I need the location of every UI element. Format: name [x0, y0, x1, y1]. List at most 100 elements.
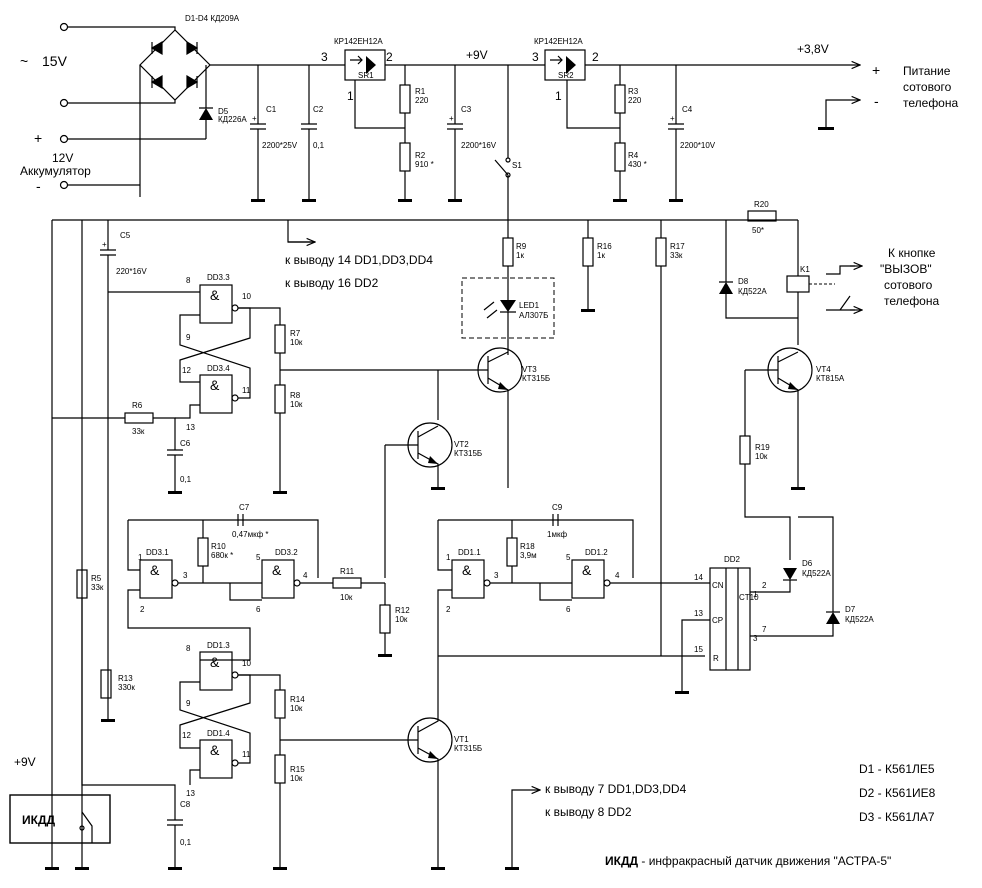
svg-text:&: &	[210, 742, 220, 758]
d5-diode	[199, 108, 213, 120]
bat-minus-terminal	[59, 180, 69, 190]
svg-text:1: 1	[347, 89, 354, 103]
svg-text:КТ315Б: КТ315Б	[454, 744, 482, 753]
svg-text:C4: C4	[682, 105, 693, 114]
svg-text:7: 7	[762, 625, 767, 634]
svg-text:Питание: Питание	[903, 64, 951, 78]
d7-diode	[826, 612, 840, 624]
d6-diode	[783, 568, 797, 580]
svg-text:15: 15	[694, 645, 703, 654]
ac-symbol: ~	[20, 53, 28, 69]
svg-text:&: &	[272, 562, 282, 578]
ikdd-module	[9, 794, 111, 844]
svg-text:10к: 10к	[290, 774, 303, 783]
svg-text:+3,8V: +3,8V	[797, 42, 829, 56]
svg-text:D6: D6	[802, 559, 813, 568]
svg-text:&: &	[582, 562, 592, 578]
svg-text:КД522А: КД522А	[802, 569, 831, 578]
svg-text:КТ315Б: КТ315Б	[522, 374, 550, 383]
svg-text:-: -	[874, 93, 879, 109]
svg-text:R9: R9	[516, 242, 527, 251]
svg-text:2: 2	[140, 605, 145, 614]
svg-text:VT1: VT1	[454, 735, 469, 744]
svg-text:0,1: 0,1	[313, 141, 325, 150]
svg-text:C7: C7	[239, 503, 250, 512]
legend-d2: D2 - К561ИЕ8	[859, 786, 936, 800]
svg-text:S1: S1	[512, 161, 522, 170]
svg-text:10к: 10к	[755, 452, 768, 461]
svg-text:+: +	[670, 114, 675, 123]
svg-text:2200*25V: 2200*25V	[262, 141, 298, 150]
svg-text:+9V: +9V	[14, 755, 36, 769]
svg-text:R20: R20	[754, 200, 769, 209]
svg-text:сотового: сотового	[884, 278, 933, 292]
svg-text:12: 12	[182, 731, 191, 740]
dd2-counter	[709, 567, 751, 671]
svg-text:4: 4	[303, 571, 308, 580]
svg-text:D5: D5	[218, 107, 229, 116]
svg-text:0,1: 0,1	[180, 838, 192, 847]
svg-text:R: R	[713, 654, 719, 663]
svg-text:КД226А: КД226А	[218, 115, 247, 124]
ikdd-note: ИКДД - инфракрасный датчик движения "АСТ…	[605, 854, 891, 868]
d8-diode	[719, 282, 733, 294]
svg-text:11: 11	[242, 386, 251, 395]
svg-text:13: 13	[694, 609, 703, 618]
led1	[500, 300, 516, 312]
svg-text:SR2: SR2	[558, 71, 574, 80]
svg-text:DD3.3: DD3.3	[207, 273, 230, 282]
bat-label: Аккумулятор	[20, 164, 91, 178]
svg-text:DD3.4: DD3.4	[207, 364, 230, 373]
note-pin14: к выводу 14 DD1,DD3,DD4	[285, 253, 433, 267]
svg-text:220*16V: 220*16V	[116, 267, 147, 276]
svg-text:220: 220	[415, 96, 429, 105]
svg-text:0,1: 0,1	[180, 475, 192, 484]
svg-text:3: 3	[532, 50, 539, 64]
svg-text:1: 1	[555, 89, 562, 103]
svg-text:4: 4	[615, 571, 620, 580]
svg-text:SR1: SR1	[358, 71, 374, 80]
svg-text:R7: R7	[290, 329, 301, 338]
svg-text:330к: 330к	[118, 683, 135, 692]
bat-plus-terminal	[59, 134, 69, 144]
svg-text:DD1.3: DD1.3	[207, 641, 230, 650]
svg-text:5: 5	[566, 553, 571, 562]
svg-text:C3: C3	[461, 105, 472, 114]
svg-text:R15: R15	[290, 765, 305, 774]
svg-text:+: +	[252, 114, 257, 123]
svg-text:телефона: телефона	[903, 96, 958, 110]
svg-text:CN: CN	[712, 581, 724, 590]
svg-text:10: 10	[242, 292, 251, 301]
power-section: ~ 15V + 12V Аккумулятор - D1-D4 КД209А D…	[20, 14, 958, 220]
svg-text:R1: R1	[415, 87, 426, 96]
svg-text:K1: K1	[800, 265, 810, 274]
svg-text:1мкф: 1мкф	[547, 530, 567, 539]
svg-text:13: 13	[186, 789, 195, 798]
svg-text:телефона: телефона	[884, 294, 939, 308]
svg-text:220: 220	[628, 96, 642, 105]
svg-text:&: &	[462, 562, 472, 578]
svg-text:680к *: 680к *	[211, 551, 233, 560]
svg-text:C9: C9	[552, 503, 563, 512]
svg-text:3: 3	[494, 571, 499, 580]
svg-text:D7: D7	[845, 605, 856, 614]
svg-text:10к: 10к	[290, 704, 303, 713]
svg-text:АЛ307Б: АЛ307Б	[519, 311, 548, 320]
svg-text:8: 8	[186, 644, 191, 653]
svg-text:50*: 50*	[752, 226, 764, 235]
svg-text:DD1.1: DD1.1	[458, 548, 481, 557]
bat-minus: -	[36, 178, 41, 194]
svg-text:10к: 10к	[290, 338, 303, 347]
svg-text:10к: 10к	[395, 615, 408, 624]
svg-text:R14: R14	[290, 695, 305, 704]
svg-text:10к: 10к	[340, 593, 353, 602]
svg-text:+: +	[872, 62, 880, 78]
svg-text:R17: R17	[670, 242, 685, 251]
svg-text:DD3.2: DD3.2	[275, 548, 298, 557]
svg-text:R18: R18	[520, 542, 535, 551]
svg-text:&: &	[210, 287, 220, 303]
svg-text:D8: D8	[738, 277, 749, 286]
svg-text:DD2: DD2	[724, 555, 741, 564]
ac-label: 15V	[42, 53, 68, 69]
